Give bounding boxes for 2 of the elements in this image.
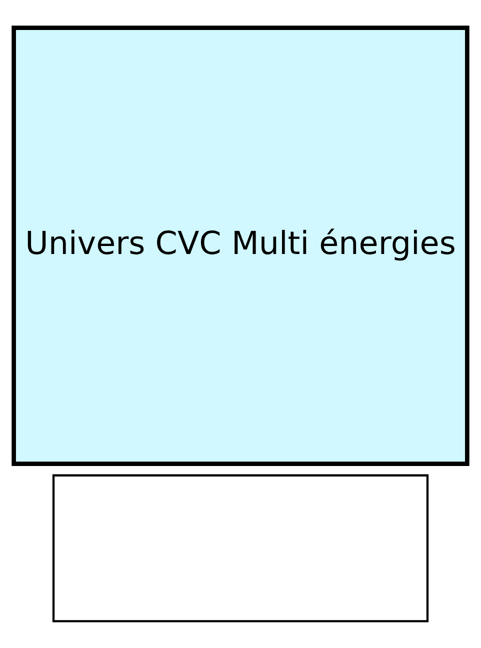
node-box: Univers CVC Multi énergies [12, 25, 470, 466]
node-box [52, 474, 429, 622]
